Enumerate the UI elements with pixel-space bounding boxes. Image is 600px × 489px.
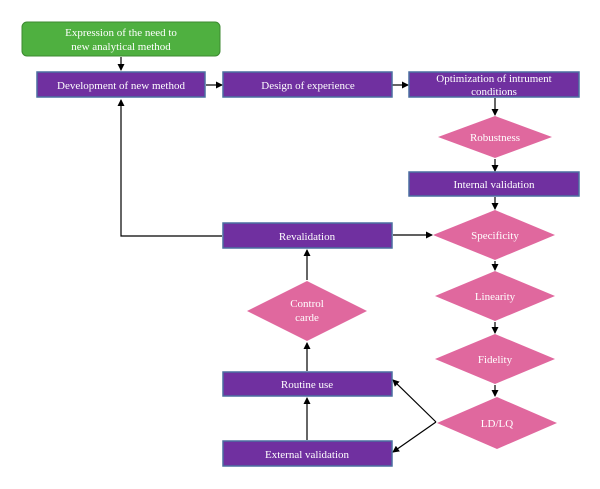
node-start-line1: Expression of the need to	[65, 27, 177, 39]
node-external-validation: External validation	[222, 440, 393, 467]
node-control-carde: Control carde	[247, 281, 367, 341]
node-optimization-line2: conditions	[471, 86, 517, 98]
node-control-carde-line2: carde	[295, 312, 319, 324]
node-design: Design of experience	[222, 71, 393, 98]
node-revalidation-label: Revalidation	[279, 231, 336, 243]
node-specificity: Specificity	[433, 210, 555, 260]
node-optimization: Optimization of intrument conditions	[408, 71, 580, 98]
node-internal-validation: Internal validation	[408, 171, 580, 197]
node-routine-use-label: Routine use	[281, 379, 333, 391]
arrow-revalidation-to-development	[117, 99, 222, 237]
node-ldlq: LD/LQ	[437, 397, 557, 449]
node-internal-validation-label: Internal validation	[454, 179, 535, 191]
node-specificity-label: Specificity	[471, 230, 519, 242]
node-revalidation: Revalidation	[222, 222, 393, 249]
node-fidelity-label: Fidelity	[478, 354, 513, 366]
arrow-ldlq-to-external-validation	[392, 421, 437, 453]
node-start-line2: new analytical method	[71, 41, 171, 53]
node-development: Development of new method	[36, 71, 206, 98]
node-control-carde-line1: Control	[290, 298, 324, 310]
node-development-label: Development of new method	[57, 80, 185, 92]
node-robustness-label: Robustness	[470, 132, 520, 144]
node-external-validation-label: External validation	[265, 449, 349, 461]
node-robustness: Robustness	[438, 116, 552, 158]
arrow-ldlq-to-routine-use	[392, 379, 437, 423]
node-linearity: Linearity	[435, 271, 555, 321]
node-start: Expression of the need to new analytical…	[21, 21, 221, 57]
node-optimization-line1: Optimization of intrument	[436, 73, 551, 85]
node-ldlq-label: LD/LQ	[481, 418, 513, 430]
node-linearity-label: Linearity	[475, 291, 516, 303]
node-fidelity: Fidelity	[435, 334, 555, 384]
node-routine-use: Routine use	[222, 371, 393, 397]
node-design-label: Design of experience	[261, 80, 355, 92]
connectors	[117, 57, 499, 453]
